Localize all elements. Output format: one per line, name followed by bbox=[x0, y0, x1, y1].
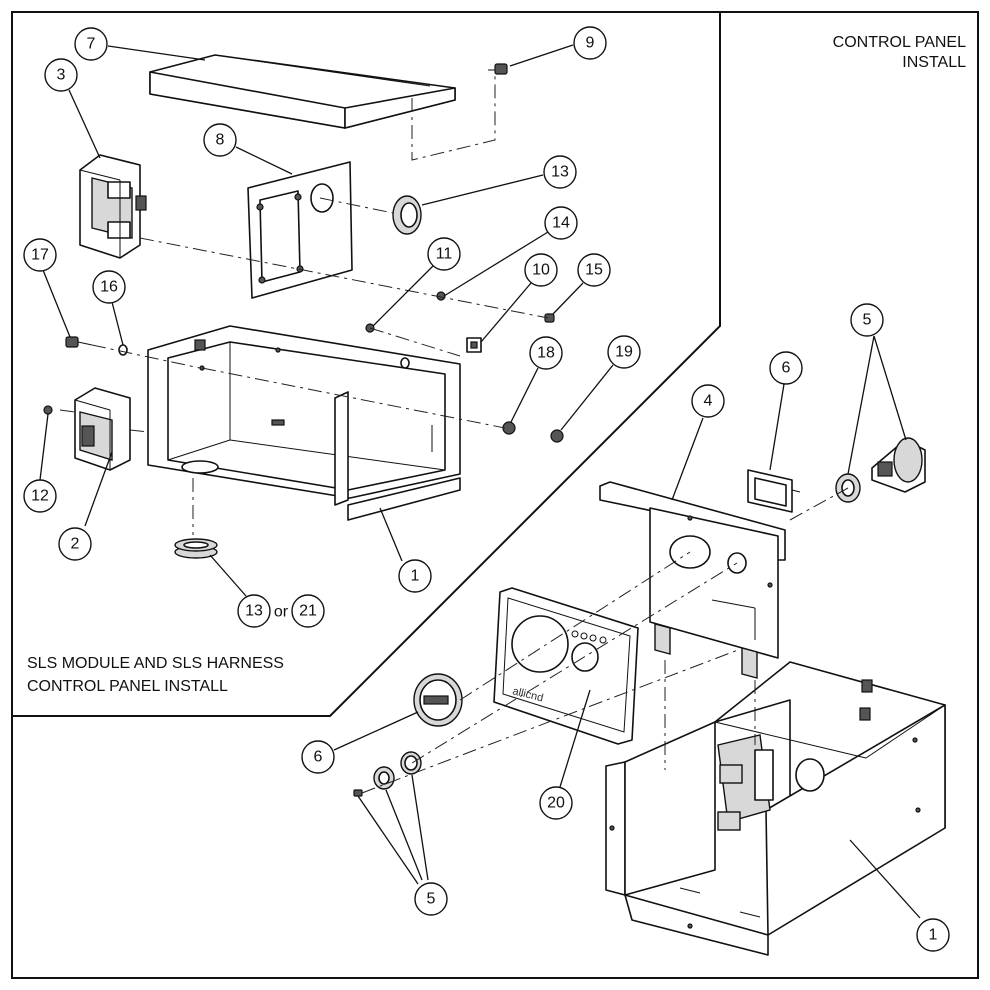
svg-text:6: 6 bbox=[314, 749, 323, 766]
svg-text:10: 10 bbox=[532, 262, 550, 279]
callout-6-lower: 6 bbox=[301, 740, 335, 774]
part-overlay-label: allicnd bbox=[493, 587, 639, 745]
callout-1-inset: 1 bbox=[398, 559, 432, 593]
svg-text:5: 5 bbox=[427, 891, 436, 908]
part-enclosure-inset bbox=[147, 325, 461, 521]
alignment-lines-main bbox=[361, 487, 849, 794]
part-switch-lower bbox=[353, 751, 422, 797]
part-mounting-plate bbox=[247, 161, 353, 299]
svg-text:15: 15 bbox=[585, 262, 603, 279]
title-control-panel-line1: CONTROL PANEL bbox=[833, 34, 966, 51]
callout-8: 8 bbox=[203, 123, 237, 157]
part-relay-module bbox=[79, 154, 147, 259]
title-control-panel-line2: INSTALL bbox=[902, 54, 966, 71]
callout-10: 10 bbox=[524, 253, 558, 287]
part-hour-meter bbox=[413, 673, 463, 727]
inset-border bbox=[12, 12, 721, 717]
svg-text:9: 9 bbox=[586, 35, 595, 52]
svg-text:6: 6 bbox=[782, 360, 791, 377]
svg-text:13: 13 bbox=[551, 164, 569, 181]
part-screw-15 bbox=[544, 313, 555, 323]
callout-7: 7 bbox=[74, 27, 108, 61]
part-bolt-17 bbox=[65, 336, 93, 348]
callout-5-upper: 5 bbox=[850, 303, 884, 337]
callout-13-upper: 13 bbox=[543, 155, 577, 189]
callout-20: 20 bbox=[539, 786, 573, 820]
callout-9: 9 bbox=[573, 26, 607, 60]
part-enclosure-main bbox=[605, 661, 946, 956]
svg-text:2: 2 bbox=[71, 536, 80, 553]
svg-text:7: 7 bbox=[87, 36, 96, 53]
part-clip bbox=[466, 337, 482, 353]
callout-15: 15 bbox=[577, 253, 611, 287]
svg-text:5: 5 bbox=[863, 312, 872, 329]
outer-border bbox=[11, 11, 979, 979]
callout-18: 18 bbox=[529, 336, 563, 370]
svg-text:1: 1 bbox=[929, 927, 938, 944]
svg-text:20: 20 bbox=[547, 795, 565, 812]
callout-12: 12 bbox=[23, 479, 57, 513]
callout-14: 14 bbox=[544, 206, 578, 240]
svg-text:12: 12 bbox=[31, 488, 49, 505]
callout-6-upper: 6 bbox=[769, 351, 803, 385]
part-nut-19 bbox=[550, 429, 564, 443]
svg-text:16: 16 bbox=[100, 279, 118, 296]
callout-2: 2 bbox=[58, 527, 92, 561]
part-washer-16 bbox=[118, 344, 128, 356]
title-sls-line1: SLS MODULE AND SLS HARNESS bbox=[27, 655, 284, 672]
svg-text:8: 8 bbox=[216, 132, 225, 149]
svg-text:21: 21 bbox=[299, 603, 317, 620]
callout-5-lower: 5 bbox=[414, 882, 448, 916]
callout-11: 11 bbox=[427, 237, 461, 271]
part-nut-12 bbox=[43, 405, 53, 415]
part-sls-module bbox=[74, 387, 131, 471]
svg-text:19: 19 bbox=[615, 344, 633, 361]
svg-text:11: 11 bbox=[436, 246, 453, 263]
part-grommet-upper bbox=[392, 195, 422, 235]
svg-text:1: 1 bbox=[411, 568, 420, 585]
svg-text:4: 4 bbox=[704, 393, 713, 410]
alignment-lines-inset bbox=[59, 70, 549, 535]
callout-4: 4 bbox=[691, 384, 725, 418]
svg-text:17: 17 bbox=[31, 247, 49, 264]
callout-13-lower: 13 bbox=[237, 594, 271, 628]
callout-21: 21 bbox=[291, 594, 325, 628]
part-grommet-lower bbox=[174, 538, 218, 559]
callout-17: 17 bbox=[23, 238, 57, 272]
svg-text:13: 13 bbox=[245, 603, 263, 620]
callout-1-main: 1 bbox=[916, 918, 950, 952]
part-cover bbox=[149, 54, 456, 129]
part-rocker-frame-upper bbox=[747, 469, 801, 513]
callout-19: 19 bbox=[607, 335, 641, 369]
svg-text:18: 18 bbox=[537, 345, 555, 362]
callout-16: 16 bbox=[92, 270, 126, 304]
leader-lines bbox=[39, 44, 921, 919]
callout-3: 3 bbox=[44, 58, 78, 92]
svg-text:3: 3 bbox=[57, 67, 66, 84]
part-screw bbox=[488, 63, 508, 75]
or-text: or bbox=[274, 604, 289, 621]
title-sls-line2: CONTROL PANEL INSTALL bbox=[27, 678, 228, 695]
svg-text:14: 14 bbox=[552, 215, 570, 232]
